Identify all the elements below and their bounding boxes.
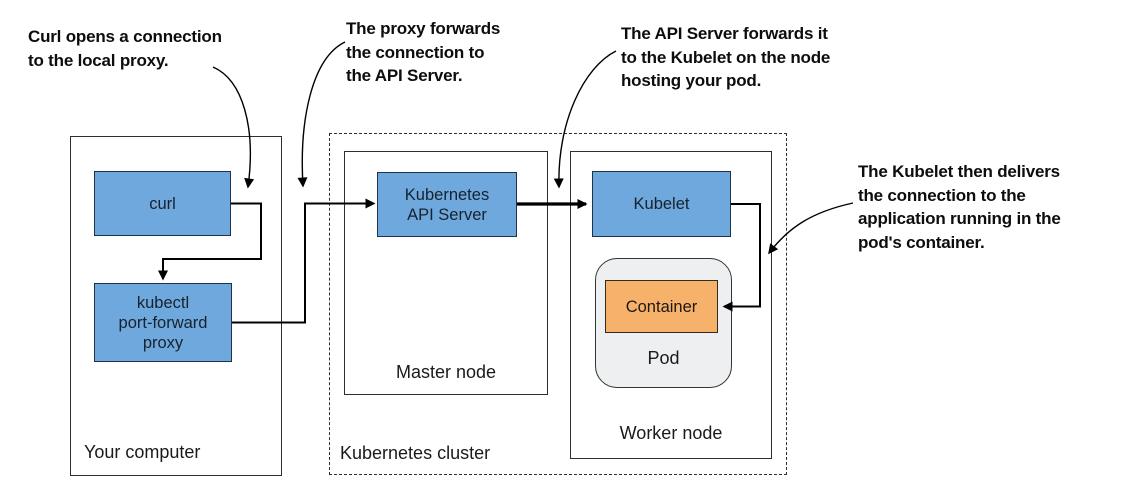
node-curl: curl — [94, 171, 231, 236]
node-container: Container — [605, 280, 718, 333]
node-kubelet: Kubelet — [592, 171, 731, 237]
your-computer-label: Your computer — [84, 442, 201, 462]
node-kubectl-port-forward-proxy: kubectl port-forward proxy — [94, 283, 232, 362]
worker-node-label: Worker node — [619, 423, 723, 443]
annotation-curl-opens-connection: Curl opens a connection to the local pro… — [28, 27, 222, 70]
master-node-label: Master node — [395, 362, 497, 382]
kubernetes-cluster-label: Kubernetes cluster — [340, 443, 491, 463]
pod-label: Pod — [647, 348, 680, 368]
node-kubernetes-api-server: Kubernetes API Server — [377, 172, 517, 237]
annotation-api-server-forwards: The API Server forwards it to the Kubele… — [621, 24, 831, 90]
annotation-kubelet-delivers: The Kubelet then delivers the connection… — [858, 162, 1061, 252]
annotation-proxy-forwards: The proxy forwards the connection to the… — [346, 19, 501, 85]
